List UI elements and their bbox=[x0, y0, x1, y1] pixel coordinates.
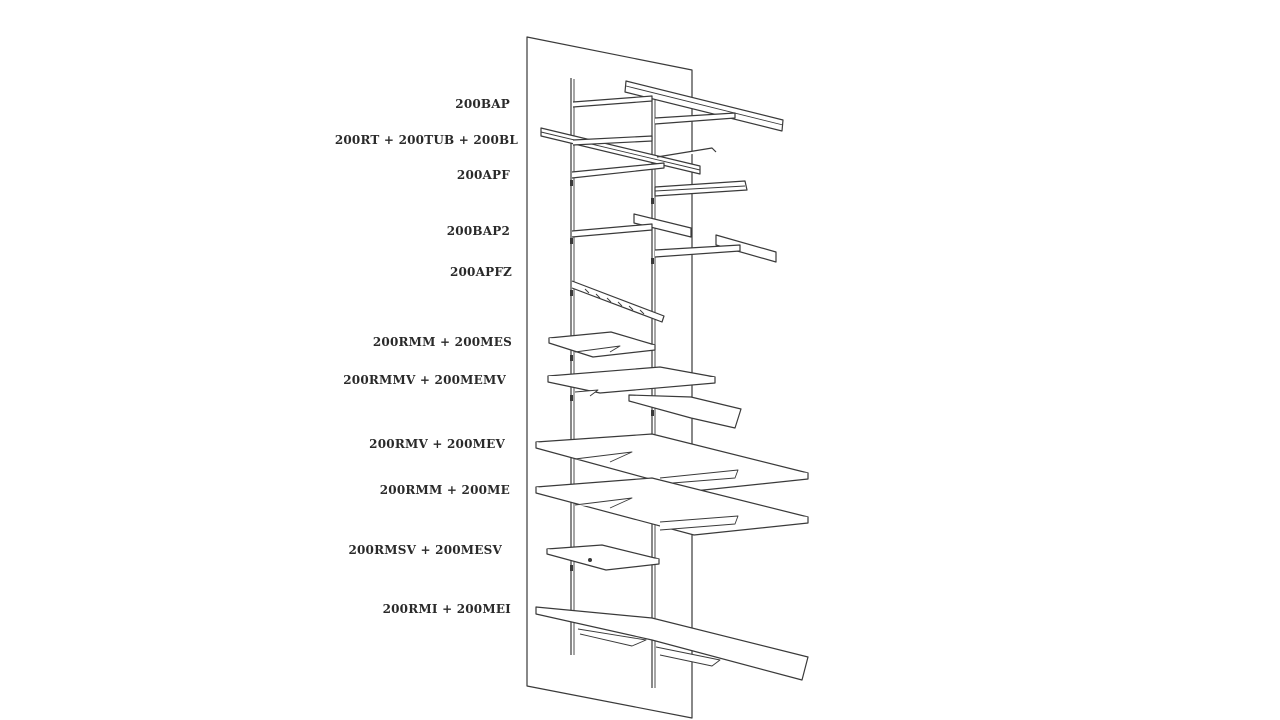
label-200rmm-200mes: 200RMM + 200MES bbox=[372, 335, 512, 349]
label-200bap2: 200BAP2 bbox=[446, 224, 510, 238]
bar-200bap bbox=[624, 80, 784, 132]
bracket-200apfz bbox=[571, 280, 665, 323]
label-200bap: 200BAP bbox=[455, 97, 510, 111]
bracket-200bap2-right bbox=[654, 244, 741, 258]
bar-200bap2 bbox=[633, 213, 692, 238]
label-200rt-200tub-200bl: 200RT + 200TUB + 200BL bbox=[334, 133, 518, 147]
label-200rmi-200mei: 200RMI + 200MEI bbox=[382, 602, 511, 616]
hook-200bl bbox=[656, 147, 717, 158]
label-200apfz: 200APFZ bbox=[449, 265, 512, 279]
bar-200bap2-right bbox=[715, 234, 777, 263]
bracket-200bap-right bbox=[654, 112, 736, 125]
label-200rmsv-200mesv: 200RMSV + 200MESV bbox=[348, 543, 502, 557]
label-200rmm-200me: 200RMM + 200ME bbox=[379, 483, 510, 497]
bracket-200rt bbox=[572, 135, 653, 146]
bracket-200bap2-left bbox=[571, 223, 653, 238]
label-200rmv-200mev: 200RMV + 200MEV bbox=[369, 437, 505, 451]
shelf-200rmi-200mei bbox=[535, 606, 809, 681]
label-200rmmv-200memv: 200RMMV + 200MEMV bbox=[343, 373, 506, 387]
bracket-200bap-left bbox=[572, 95, 653, 108]
angled-panel-200memv bbox=[628, 394, 742, 429]
label-200apf: 200APF bbox=[456, 168, 510, 182]
bracket-200apf-left bbox=[571, 162, 665, 179]
